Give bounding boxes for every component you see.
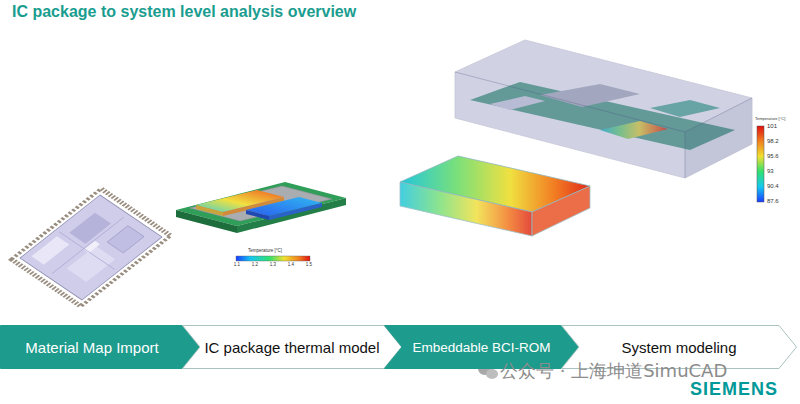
system-enclosure [455, 40, 764, 202]
scale-label: 1.4 [288, 263, 294, 268]
scale-label: 95.6 [767, 153, 779, 160]
watermark: 公众号 · 上海坤道SimuCAD [500, 361, 727, 381]
scale-label: 1.3 [270, 263, 276, 268]
step-label: Material Map Import [25, 339, 158, 356]
scale-label: Temperature [°C] [755, 117, 785, 121]
slide-title: IC package to system level analysis over… [12, 3, 356, 21]
step-label: Embeddable BCI-ROM [412, 340, 550, 355]
scale-label: 1.5 [306, 263, 312, 268]
scale-label: 93 [767, 168, 774, 175]
process-chevron: IC package thermal model [182, 325, 402, 369]
chevron-outline [183, 326, 402, 369]
process-chevron: Material Map Import [0, 325, 200, 369]
scale-label: 1.2 [252, 263, 258, 268]
rom-block [400, 156, 590, 236]
scale-label: 101 [767, 123, 777, 130]
chevron-outline [1, 326, 200, 369]
step-label: IC package thermal model [204, 339, 379, 356]
scale-label: Temperature [°C] [248, 249, 282, 254]
scale-label: 98.2 [767, 138, 779, 145]
scale-label: 90.4 [767, 183, 779, 190]
package-model [176, 182, 346, 261]
chip-layout [11, 189, 170, 307]
step-label: System modeling [621, 339, 736, 356]
brand-logo: SIEMENS [690, 380, 778, 400]
scale-label: 1.1 [234, 263, 240, 268]
scale-label: 87.6 [767, 198, 779, 205]
